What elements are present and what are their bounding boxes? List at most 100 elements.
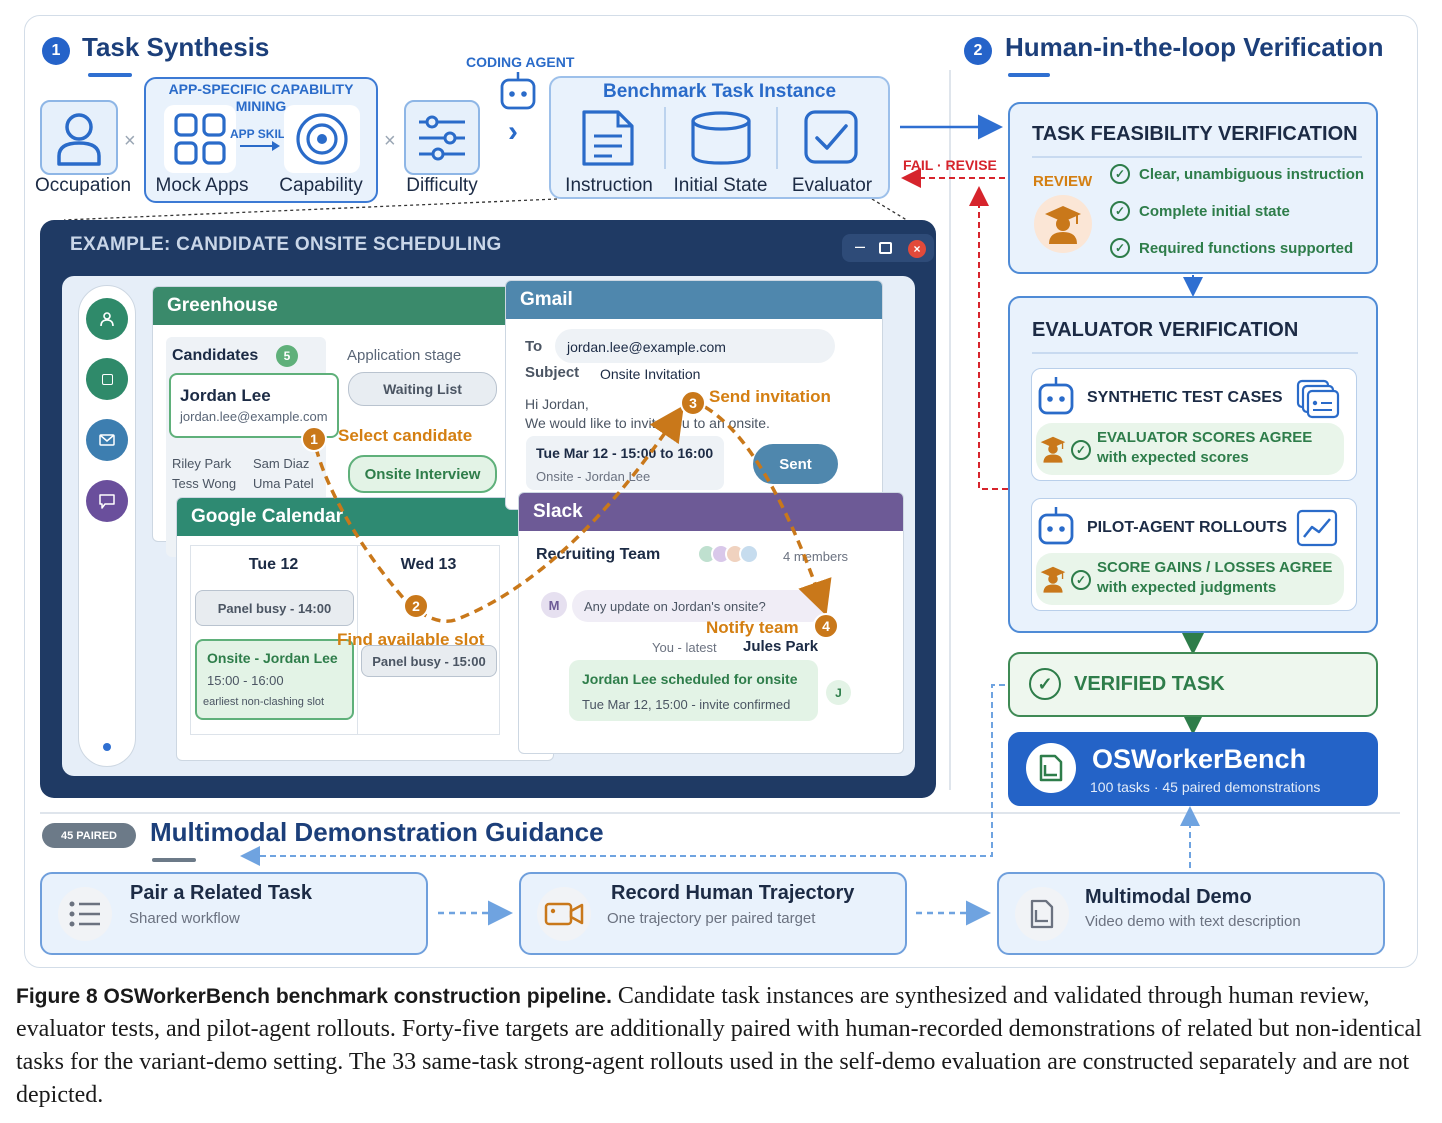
instance-divider [776,107,778,169]
app-grid-icon [174,113,226,165]
message-text: Any update on Jordan's onsite? [584,599,766,614]
reply-subtitle: Tue Mar 12, 15:00 - invite confirmed [582,697,791,712]
to-field[interactable] [555,329,835,363]
check-circle-icon: ✓ [1110,201,1130,221]
to-value: jordan.lee@example.com [567,339,726,355]
person-icon [57,112,101,166]
step-2-label: Find available slot [337,630,485,649]
database-icon [691,111,751,165]
figure-caption: Figure 8 OSWorkerBench benchmark constru… [16,980,1428,1112]
email-slot-desc: Onsite - Jordan Lee [536,469,651,484]
event-note: earliest non-clashing slot [203,696,325,708]
check-circle-icon: ✓ [1071,570,1091,590]
subject-label: Subject [525,364,580,381]
candidate-riley[interactable]: Riley Park [172,456,232,471]
reply-avatar-j: J [826,680,851,705]
step-3-marker: 3 [680,390,706,416]
coding-agent-label: CODING AGENT [466,54,575,70]
check-circle-icon: ✓ [1029,668,1061,700]
greenhouse-title: Greenhouse [153,287,521,325]
onsite-interview-stage[interactable]: Onsite Interview [348,455,497,493]
benchmark-name: OSWorkerBench [1092,744,1307,774]
step-4-marker: 4 [813,613,839,639]
instruction-label: Instruction [565,175,653,196]
slack-title: Slack [519,493,903,531]
occupation-box [40,100,118,175]
step-3-label: Send invitation [709,387,831,406]
email-body-text: We would like to invite you to an onsite… [525,415,770,431]
video-camera-icon [537,887,591,941]
benchmark-doc-icon [1026,743,1076,793]
demo-doc-icon [1015,887,1069,941]
caption-body: Candidate task instances are synthesized… [16,983,1422,1108]
calendar-day-tue: Tue 12 [248,556,299,573]
dock-greenhouse-icon[interactable] [86,298,128,340]
candidate-email: jordan.lee@example.com [180,409,328,424]
candidates-label: Candidates [172,347,259,364]
capability-mining-title: APP-SPECIFIC CAPABILITY MINING [168,81,354,114]
section-underline [88,73,132,77]
slack-channel: Recruiting Team [536,546,661,563]
application-stage-label: Application stage [347,347,462,364]
candidate-uma[interactable]: Uma Patel [253,476,314,491]
candidate-tess[interactable]: Tess Wong [172,476,237,491]
calendar-onsite-event[interactable] [195,639,354,720]
verified-task-box [1008,652,1378,717]
mock-apps-box [164,105,236,173]
capability-label: Capability [279,175,363,196]
you-latest: You - latest [652,640,717,655]
close-icon[interactable]: × [908,240,926,258]
gmail-title: Gmail [506,281,882,319]
dock-calendar-icon[interactable] [86,358,128,400]
message-bubble [572,590,827,622]
synthetic-agree-title: EVALUATOR SCORES AGREE [1097,429,1313,446]
minimize-icon[interactable]: – [855,236,866,256]
dock-gmail-icon[interactable] [86,419,128,461]
sender-name: Jules Park [743,638,819,655]
demo-step-2-sub: One trajectory per paired target [607,910,816,927]
candidates-count-badge: 5 [276,345,298,367]
candidate-card-jordan[interactable] [169,373,339,438]
feasibility-check-1: ✓ Clear, unambiguous instruction [1110,164,1364,184]
waiting-list-stage[interactable]: Waiting List [348,372,497,406]
app-skill-arrow [240,141,280,151]
calendar-day-wed: Wed 13 [400,556,457,573]
member-avatar [739,544,759,564]
maximize-icon[interactable] [879,242,892,254]
times-sign: × [384,130,396,152]
section-title-task-synthesis: Task Synthesis [82,32,270,62]
graduate-icon [1045,206,1081,244]
occupation-label: Occupation [34,175,132,196]
slack-members: 4 members [783,549,849,564]
robot-icon [1038,507,1074,545]
demo-underline [152,858,196,862]
robot-icon [1038,377,1074,415]
line-chart-icon [1296,509,1338,547]
dock-slack-icon[interactable] [86,480,128,522]
calendar-busy-slot[interactable]: Panel busy - 15:00 [361,645,497,677]
to-label: To [525,338,543,355]
message-avatar-m: M [541,592,567,618]
step-4-label: Notify team [706,618,799,637]
fail-revise-label: FAIL · REVISE [903,157,997,173]
sliders-icon [419,115,465,160]
candidate-sam[interactable]: Sam Diaz [253,456,310,471]
demo-section-title: Multimodal Demonstration Guidance [150,817,604,847]
evaluator-verification-title: EVALUATOR VERIFICATION [1032,319,1299,341]
candidate-name: Jordan Lee [180,386,271,405]
capability-box [284,105,360,173]
graduate-icon [1040,566,1066,593]
feasibility-item-text: Clear, unambiguous instruction [1139,165,1365,183]
times-sign: × [124,130,136,152]
calendar-busy-slot[interactable]: Panel busy - 14:00 [195,590,354,626]
reviewer-avatar [1034,195,1092,253]
benchmark-summary: 100 tasks · 45 paired demonstrations [1090,779,1321,795]
section-number-2: 2 [964,37,992,65]
difficulty-box [404,100,480,175]
feasibility-check-3: ✓ Required functions supported [1110,238,1353,258]
check-circle-icon: ✓ [1110,238,1130,258]
app-skill-label: APP SKILL [230,127,293,141]
section-underline [1008,73,1050,77]
initial-state-label: Initial State [673,175,768,196]
